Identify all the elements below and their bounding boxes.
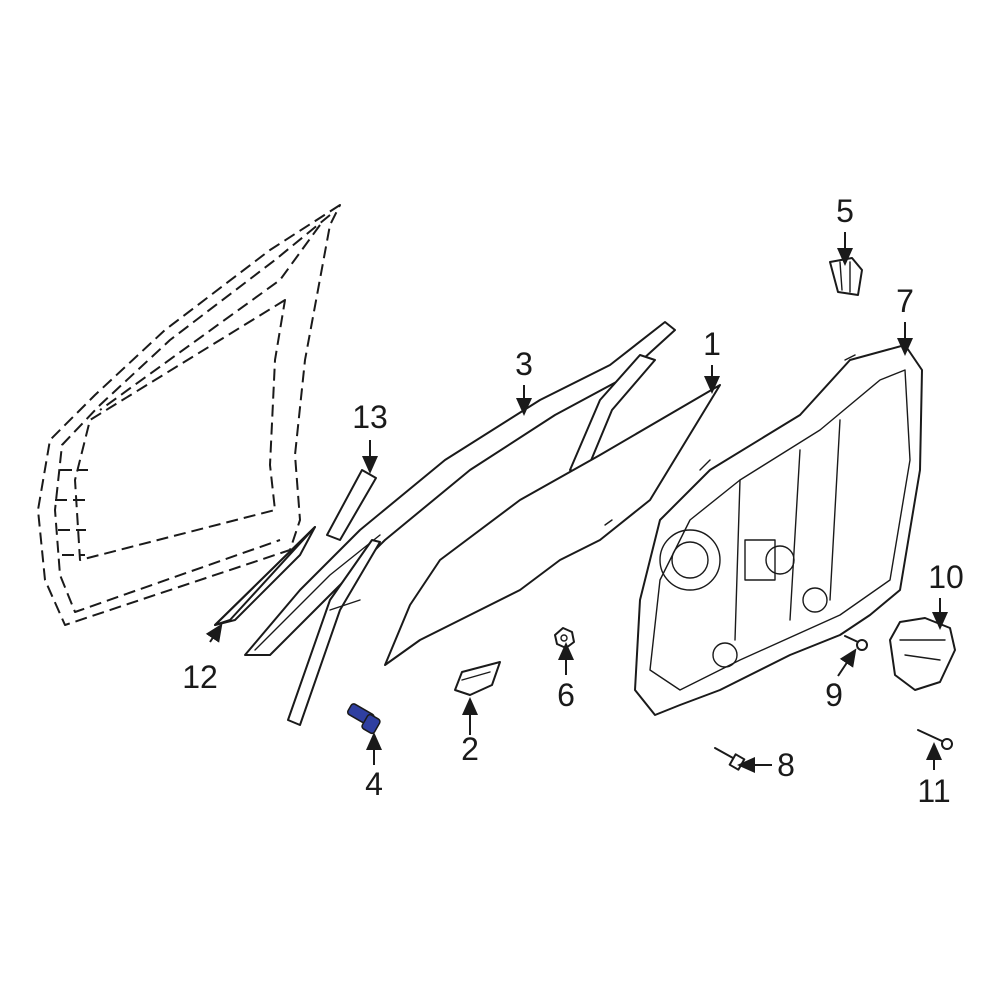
- callout-3: 3: [515, 346, 533, 382]
- callout-5: 5: [836, 193, 854, 229]
- part-2-bracket: [454, 661, 501, 696]
- bolt-head: [361, 713, 381, 735]
- part-12-quarter-glass: [214, 526, 316, 626]
- callout-labels: 1 2 3 4 5 6 7 8 9 10 11 12 13: [182, 193, 964, 809]
- callout-11: 11: [917, 773, 950, 809]
- callout-10: 10: [928, 559, 964, 595]
- part-6-nut: [554, 627, 575, 649]
- part-13-trim-strip: [326, 469, 377, 541]
- callout-12: 12: [182, 659, 218, 695]
- callout-2: 2: [461, 731, 479, 767]
- part-4-bolt: [346, 703, 381, 735]
- part-5-clip: [829, 257, 863, 296]
- door-shell-outline: [37, 204, 341, 626]
- part-11-bolt: [917, 729, 953, 750]
- part-7-regulator-panel: [634, 344, 923, 716]
- callout-8: 8: [777, 747, 795, 783]
- callout-1: 1: [703, 326, 721, 362]
- part-9-screw: [844, 635, 868, 651]
- callout-6: 6: [557, 677, 575, 713]
- callout-7: 7: [896, 283, 914, 319]
- callout-4: 4: [365, 766, 383, 802]
- callout-13: 13: [352, 399, 388, 435]
- part-10-motor: [889, 617, 956, 691]
- callout-leaders: [205, 232, 948, 773]
- part-1-door-glass: [384, 384, 721, 666]
- callout-9: 9: [825, 677, 843, 713]
- part-8-bolt: [714, 747, 746, 771]
